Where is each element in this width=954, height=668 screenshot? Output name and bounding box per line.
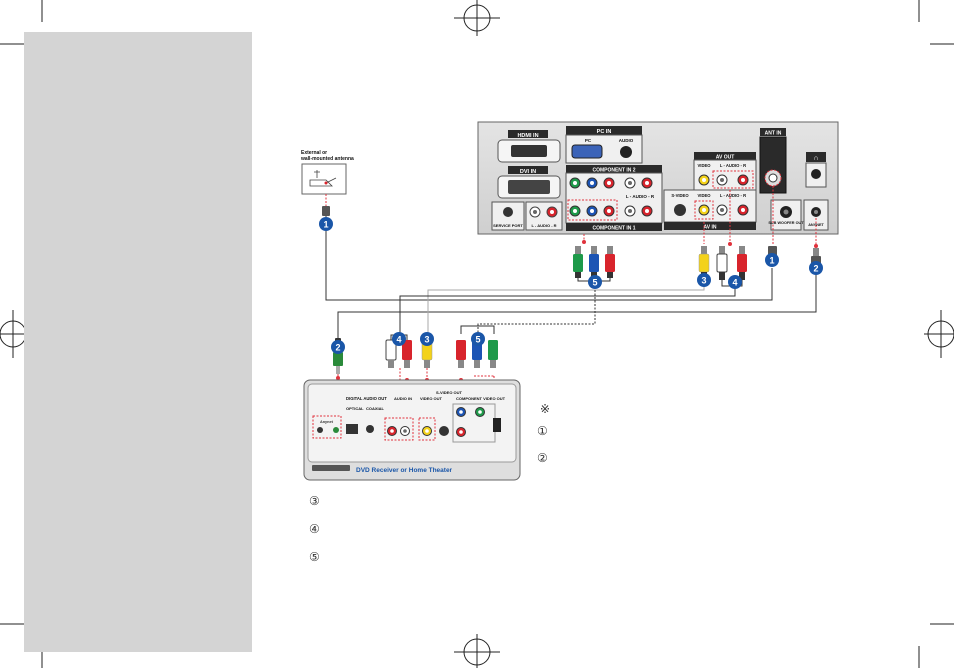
ant-in-label: ANT IN: [765, 131, 782, 137]
dvi-port: [508, 180, 550, 194]
svg-text:VIDEO: VIDEO: [697, 163, 711, 168]
hdmi-port: [511, 145, 547, 157]
svg-text:1: 1: [323, 220, 328, 230]
dvd-receiver-label: DVD Receiver or Home Theater: [356, 467, 453, 474]
svg-text:wall-mounted antenna: wall-mounted antenna: [300, 156, 354, 162]
badge-3-tv: 3: [697, 273, 711, 287]
number-badges: 1 1 2 2 3 3 4 4 5 5: [319, 217, 823, 354]
dvi-in-label: DVI IN: [520, 169, 536, 175]
component-in-1-jacks: [569, 205, 653, 217]
component-in-2-jacks: [569, 177, 653, 189]
svg-text:DIGITAL AUDIO OUT: DIGITAL AUDIO OUT: [346, 396, 387, 401]
av-in-label: AV IN: [704, 225, 717, 231]
coaxial-port: [366, 425, 374, 433]
note-marker-3: ③: [309, 494, 320, 508]
svg-text:4: 4: [732, 278, 737, 288]
svg-text:SUB WOOFER OUT: SUB WOOFER OUT: [768, 221, 804, 225]
antenna: External or wall-mounted antenna: [300, 150, 354, 216]
pc-audio-port: [620, 146, 632, 158]
badge-3-dvd: 3: [420, 332, 434, 346]
svg-text:4: 4: [396, 335, 401, 345]
svg-text:COMPONENT VIDEO OUT: COMPONENT VIDEO OUT: [456, 396, 506, 401]
headphone-icon: ∩: [813, 155, 818, 162]
note-marker-4: ④: [309, 522, 320, 536]
svg-text:L - AUDIO - R: L - AUDIO - R: [720, 163, 746, 168]
svg-text:Anynet: Anynet: [320, 420, 334, 424]
badge-2-tv: 2: [809, 261, 823, 275]
badge-4-tv: 4: [728, 275, 742, 289]
svg-text:External or: External or: [301, 150, 327, 156]
svg-text:COAXIAL: COAXIAL: [366, 406, 385, 411]
component-in-1-label: COMPONENT IN 1: [592, 226, 635, 232]
av-out-label: AV OUT: [716, 155, 735, 161]
component-in-2-label: COMPONENT IN 2: [592, 168, 635, 174]
badge-5-dvd: 5: [471, 332, 485, 346]
svg-text:5: 5: [592, 278, 597, 288]
note-asterisk: ※: [540, 402, 551, 416]
dvd-panel: DIGITAL AUDIO OUT OPTICAL COAXIAL AUDIO …: [303, 379, 521, 481]
s-video-port: [674, 204, 686, 216]
sidebar-panel: [24, 32, 252, 652]
service-port: [503, 207, 513, 217]
svg-text:PC: PC: [585, 138, 592, 143]
svg-text:SERVICE PORT: SERVICE PORT: [493, 223, 523, 228]
pc-in-label: PC IN: [597, 129, 612, 135]
svg-text:5: 5: [475, 335, 480, 345]
badge-5-tv: 5: [588, 275, 602, 289]
pc-vga-port: [571, 144, 603, 159]
note-marker-1: ①: [537, 424, 548, 438]
svg-text:2: 2: [813, 264, 818, 274]
badge-1-antenna: 1: [319, 217, 333, 231]
svg-text:AUDIO: AUDIO: [619, 138, 634, 143]
note-marker-2: ②: [537, 451, 548, 465]
optical-port: [346, 424, 358, 434]
badge-1-tv: 1: [765, 253, 779, 267]
svg-text:2: 2: [335, 343, 340, 353]
svg-text:AUDIO IN: AUDIO IN: [394, 396, 412, 401]
badge-4-dvd: 4: [392, 332, 406, 346]
s-video-out-port: [439, 426, 449, 436]
svg-text:VIDEO OUT: VIDEO OUT: [420, 396, 443, 401]
svg-text:L - AUDIO - R: L - AUDIO - R: [626, 194, 655, 199]
svg-text:L - AUDIO - R: L - AUDIO - R: [531, 223, 556, 228]
svg-text:1: 1: [769, 256, 774, 266]
svg-text:VIDEO: VIDEO: [697, 193, 711, 198]
hdmi-in-label: HDMI IN: [517, 133, 538, 139]
svg-text:S-VIDEO: S-VIDEO: [671, 193, 689, 198]
tv-back-panel: HDMI IN DVI IN SERVICE PORT L - AUDIO - …: [477, 121, 839, 235]
note-marker-5: ⑤: [309, 550, 320, 564]
svg-text:L - AUDIO - R: L - AUDIO - R: [720, 193, 746, 198]
svg-text:OPTICAL: OPTICAL: [346, 406, 364, 411]
svg-text:S-VIDEO OUT: S-VIDEO OUT: [436, 390, 463, 395]
badge-2-dvd: 2: [331, 340, 345, 354]
svg-text:3: 3: [701, 276, 706, 286]
svg-text:3: 3: [424, 335, 429, 345]
